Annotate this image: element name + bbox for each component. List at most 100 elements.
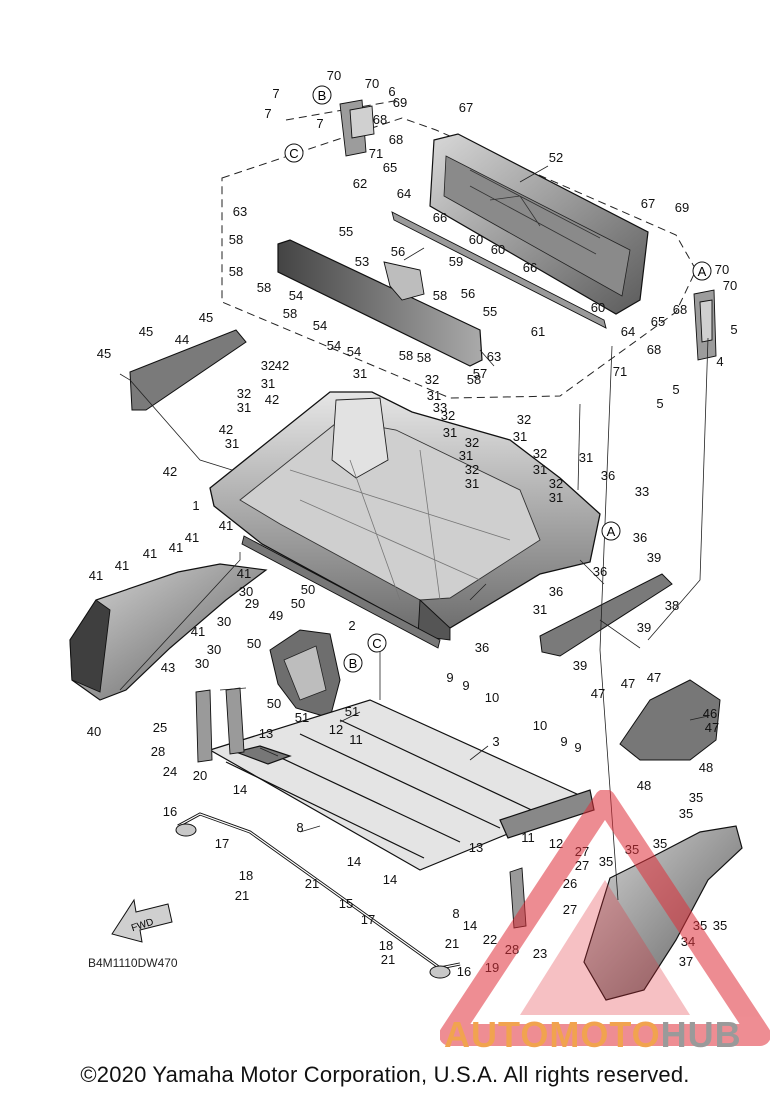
part-number-7: 7 [272, 86, 279, 101]
part-number-58: 58 [257, 280, 271, 295]
part-number-17: 17 [361, 912, 375, 927]
part-number-28: 28 [151, 744, 165, 759]
marker-a-right-label: A [698, 264, 707, 279]
part-number-7: 7 [264, 106, 271, 121]
part-number-32: 32 [261, 358, 275, 373]
part-number-31: 31 [533, 602, 547, 617]
part-number-35: 35 [625, 842, 639, 857]
part-number-31: 31 [443, 425, 457, 440]
part-number-36: 36 [633, 530, 647, 545]
part-number-35: 35 [599, 854, 613, 869]
part-number-60: 60 [469, 232, 483, 247]
part-number-52: 52 [549, 150, 563, 165]
watermark-text: AUTOMOTOHUB [444, 1014, 770, 1058]
part-number-47: 47 [705, 720, 719, 735]
part-number-47: 47 [621, 676, 635, 691]
part-number-26: 26 [563, 876, 577, 891]
part-number-49: 49 [269, 608, 283, 623]
part-number-51: 51 [345, 704, 359, 719]
hinge-bracket-b-part [339, 99, 375, 157]
part-number-32: 32 [441, 408, 455, 423]
part-number-5: 5 [730, 322, 737, 337]
watermark-text-part-b: HUB [660, 1014, 742, 1055]
part-number-9: 9 [574, 740, 581, 755]
part-number-36: 36 [549, 584, 563, 599]
part-number-14: 14 [233, 782, 247, 797]
part-number-41: 41 [191, 624, 205, 639]
part-number-30: 30 [195, 656, 209, 671]
part-number-15: 15 [339, 896, 353, 911]
part-number-65: 65 [651, 314, 665, 329]
part-number-50: 50 [247, 636, 261, 651]
part-number-66: 66 [523, 260, 537, 275]
exploded-view-drawing: B C A A C B [69, 68, 743, 1001]
front-crossbeam-part [277, 239, 483, 367]
tailgate-panel-part [391, 133, 649, 329]
part-number-66: 66 [433, 210, 447, 225]
part-number-42: 42 [265, 392, 279, 407]
part-number-60: 60 [591, 300, 605, 315]
part-number-70: 70 [365, 76, 379, 91]
part-number-68: 68 [389, 132, 403, 147]
part-number-35: 35 [693, 918, 707, 933]
part-number-38: 38 [665, 598, 679, 613]
hinge-bracket-a-part [693, 289, 717, 361]
part-number-9: 9 [462, 678, 469, 693]
reference-markers: B C A A C B [284, 85, 712, 673]
part-number-5: 5 [656, 396, 663, 411]
part-number-24: 24 [163, 764, 177, 779]
part-number-32: 32 [425, 372, 439, 387]
marker-a-bed-label: A [607, 524, 616, 539]
part-number-21: 21 [235, 888, 249, 903]
part-number-41: 41 [89, 568, 103, 583]
part-number-39: 39 [647, 550, 661, 565]
part-number-56: 56 [391, 244, 405, 259]
part-number-2: 2 [348, 618, 355, 633]
part-number-69: 69 [393, 95, 407, 110]
part-number-58: 58 [283, 306, 297, 321]
part-number-11: 11 [521, 830, 535, 845]
part-number-22: 22 [483, 932, 497, 947]
part-number-31: 31 [225, 436, 239, 451]
part-number-8: 8 [296, 820, 303, 835]
part-number-59: 59 [449, 254, 463, 269]
cargo-bed-part [209, 391, 601, 649]
part-number-31: 31 [579, 450, 593, 465]
marker-c-frame-label: C [372, 636, 381, 651]
marker-c-top: C [284, 143, 304, 163]
part-number-58: 58 [433, 288, 447, 303]
part-number-47: 47 [647, 670, 661, 685]
part-number-61: 61 [531, 324, 545, 339]
marker-b-top: B [312, 85, 332, 105]
part-number-57: 57 [473, 366, 487, 381]
part-number-37: 37 [679, 954, 693, 969]
part-number-36: 36 [601, 468, 615, 483]
part-number-54: 54 [327, 338, 341, 353]
forward-direction-arrow: FWD [111, 898, 173, 943]
part-number-25: 25 [153, 720, 167, 735]
wheel-well-liner-part [269, 629, 341, 719]
part-number-16: 16 [457, 964, 471, 979]
part-number-1: 1 [192, 498, 199, 513]
part-number-31: 31 [459, 448, 473, 463]
part-number-63: 63 [233, 204, 247, 219]
right-fender-part [583, 825, 743, 1001]
part-number-30: 30 [239, 584, 253, 599]
part-number-32: 32 [237, 386, 251, 401]
part-number-42: 42 [275, 358, 289, 373]
part-number-23: 23 [533, 946, 547, 961]
part-number-11: 11 [349, 732, 363, 747]
part-number-62: 62 [353, 176, 367, 191]
part-number-33: 33 [433, 400, 447, 415]
part-number-50: 50 [301, 582, 315, 597]
part-number-34: 34 [681, 934, 695, 949]
part-number-71: 71 [613, 364, 627, 379]
part-number-60: 60 [491, 242, 505, 257]
part-number-48: 48 [699, 760, 713, 775]
diagram-code: B4M1110DW470 [88, 956, 178, 970]
marker-c-frame: C [367, 633, 387, 653]
part-number-32: 32 [533, 446, 547, 461]
part-number-58: 58 [399, 348, 413, 363]
part-number-54: 54 [313, 318, 327, 333]
part-number-13: 13 [259, 726, 273, 741]
